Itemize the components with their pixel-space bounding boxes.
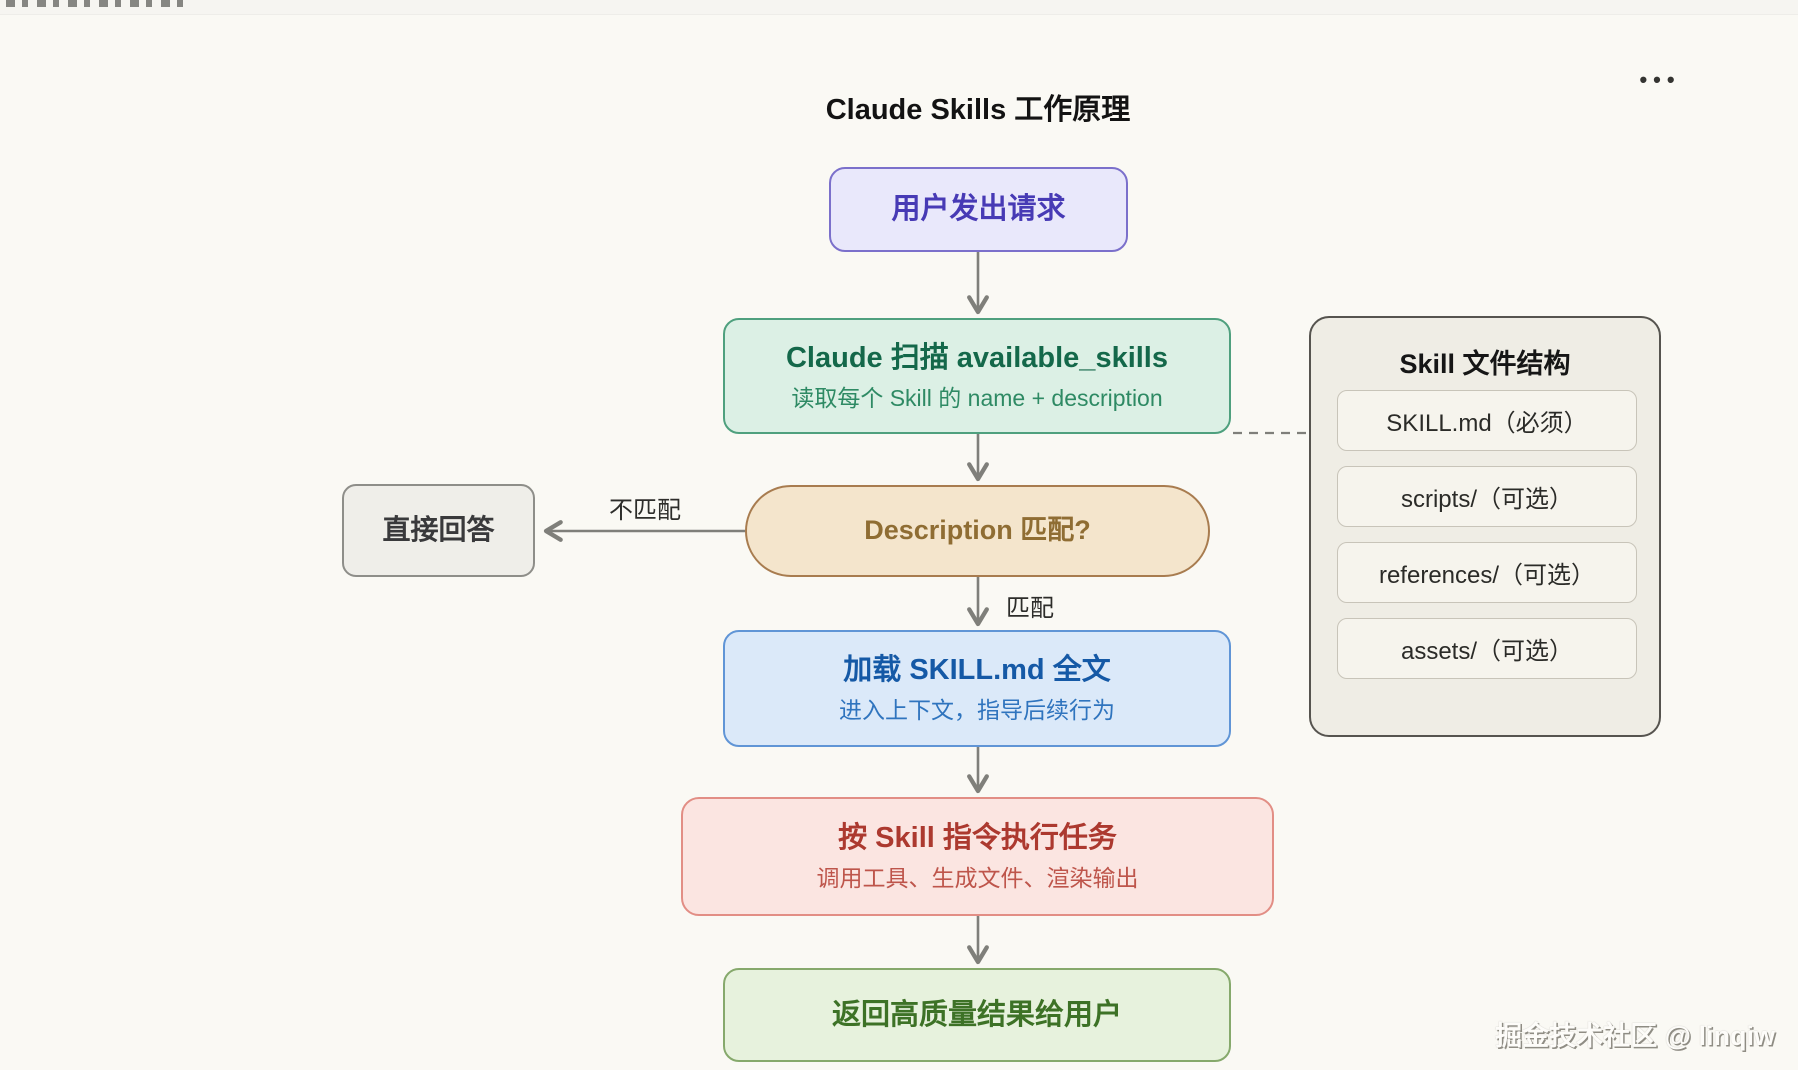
panel-item-scripts: scripts/（可选） <box>1337 466 1637 527</box>
node-label: 用户发出请求 <box>891 193 1066 226</box>
flow-node-description-match: Description 匹配? <box>745 485 1210 577</box>
node-title: 加载 SKILL.md 全文 <box>843 654 1111 687</box>
panel-item-assets: assets/（可选） <box>1337 618 1637 679</box>
top-page-band <box>0 0 1798 15</box>
node-subtitle: 调用工具、生成文件、渲染输出 <box>816 865 1139 892</box>
flow-node-execute-task: 按 Skill 指令执行任务 调用工具、生成文件、渲染输出 <box>681 797 1274 916</box>
flow-node-direct-answer: 直接回答 <box>342 484 535 577</box>
node-subtitle: 进入上下文，指导后续行为 <box>839 697 1115 724</box>
flow-node-scan-skills: Claude 扫描 available_skills 读取每个 Skill 的 … <box>723 318 1231 434</box>
node-label: 返回高质量结果给用户 <box>831 998 1122 1031</box>
panel-item-list: SKILL.md（必须） scripts/（可选） references/（可选… <box>1337 390 1637 679</box>
ellipsis-icon: ••• <box>1639 67 1681 92</box>
node-label: 直接回答 <box>382 514 495 546</box>
flow-node-load-skill-md: 加载 SKILL.md 全文 进入上下文，指导后续行为 <box>723 630 1231 747</box>
edge-label-no-match: 不匹配 <box>609 497 681 524</box>
node-subtitle: 读取每个 Skill 的 name + description <box>791 384 1163 411</box>
node-title: 按 Skill 指令执行任务 <box>838 822 1117 855</box>
watermark: 掘金技术社区 @ linqiw <box>1495 1021 1775 1051</box>
node-title: Claude 扫描 available_skills <box>785 341 1168 374</box>
skill-file-structure-panel: Skill 文件结构 SKILL.md（必须） scripts/（可选） ref… <box>1309 316 1661 737</box>
more-options-button[interactable]: ••• <box>1630 60 1690 100</box>
flow-node-user-request: 用户发出请求 <box>829 167 1128 252</box>
flow-node-return-result: 返回高质量结果给用户 <box>723 968 1231 1062</box>
clipped-text-fragment <box>6 0 191 7</box>
panel-item-skill-md: SKILL.md（必须） <box>1337 390 1637 451</box>
node-label: Description 匹配? <box>864 515 1091 546</box>
edge-label-match: 匹配 <box>1006 595 1054 622</box>
page-title: Claude Skills 工作原理 <box>825 94 1131 126</box>
panel-title: Skill 文件结构 <box>1399 349 1571 379</box>
panel-item-references: references/（可选） <box>1337 542 1637 603</box>
